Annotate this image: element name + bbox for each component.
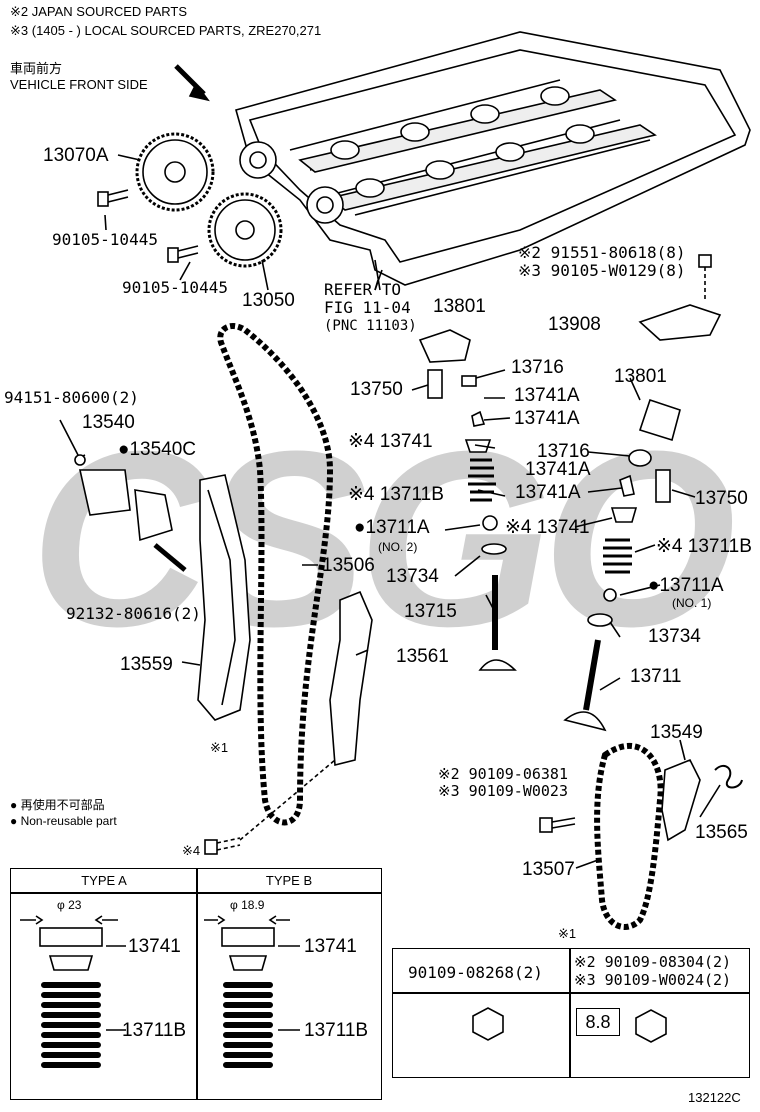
part-label[interactable]: 13716 bbox=[537, 441, 590, 462]
type-a-spring-label[interactable]: 13711B bbox=[122, 1020, 187, 1041]
part-label[interactable]: 13716 bbox=[511, 357, 564, 378]
part-label[interactable]: ※4 13711B bbox=[348, 484, 444, 505]
reference-line3: (PNC 11103) bbox=[324, 318, 417, 334]
part-label[interactable]: 94151-80600(2) bbox=[4, 388, 139, 407]
part-label[interactable]: 13734 bbox=[648, 626, 701, 647]
part-label[interactable]: 13801 bbox=[614, 366, 667, 387]
part-label[interactable]: 13801 bbox=[433, 296, 486, 317]
part-label[interactable]: ●13540C bbox=[118, 439, 197, 460]
part-label[interactable]: 13565 bbox=[695, 822, 748, 843]
mark-star1: ※1 bbox=[210, 740, 229, 755]
legend-jp-text: 再使用不可部品 bbox=[20, 798, 105, 812]
part-label[interactable]: 13741A bbox=[514, 385, 580, 406]
part-label[interactable]: ※2 90109-06381 bbox=[438, 765, 568, 783]
part-label[interactable]: 90105-10445 bbox=[52, 230, 158, 249]
part-label[interactable]: ※3 90109-W0023 bbox=[438, 782, 568, 800]
type-a-retainer-label[interactable]: 13741 bbox=[128, 936, 181, 957]
part-label[interactable]: 90105-10445 bbox=[122, 278, 228, 297]
reference-line1: REFER TO bbox=[324, 280, 402, 299]
note-japan-sourced: ※2 JAPAN SOURCED PARTS bbox=[10, 4, 188, 19]
type-table-divider bbox=[196, 868, 198, 1100]
part-label[interactable]: 13741A bbox=[514, 408, 580, 429]
type-table-mark: ※4 bbox=[182, 843, 201, 858]
part-label[interactable]: 92132-80616(2) bbox=[66, 604, 201, 623]
part-label[interactable]: ※2 91551-80618(8) bbox=[518, 243, 686, 262]
part-label[interactable]: ●13711A bbox=[648, 575, 724, 596]
part-label[interactable]: ●13711A bbox=[354, 517, 430, 538]
part-label[interactable]: 13734 bbox=[386, 566, 439, 587]
part-label[interactable]: 13561 bbox=[396, 646, 449, 667]
type-a-header: TYPE A bbox=[81, 873, 127, 888]
part-label[interactable]: ※3 90105-W0129(8) bbox=[518, 261, 686, 280]
bolt-right-part-2[interactable]: ※3 90109-W0024(2) bbox=[574, 971, 732, 989]
legend-en-text: Non-reusable part bbox=[20, 814, 117, 828]
bolt-left-part[interactable]: 90109-08268(2) bbox=[408, 963, 543, 982]
part-label[interactable]: 13750 bbox=[695, 488, 748, 509]
part-label[interactable]: ※4 13741 bbox=[348, 431, 433, 452]
part-label[interactable]: 13741A bbox=[525, 459, 591, 480]
front-label-en: VEHICLE FRONT SIDE bbox=[10, 77, 148, 92]
part-label[interactable]: 13715 bbox=[404, 601, 457, 622]
part-label[interactable]: 13559 bbox=[120, 654, 173, 675]
bolt-table-divider bbox=[569, 948, 571, 1078]
bolt-right-part-1[interactable]: ※2 90109-08304(2) bbox=[574, 953, 732, 971]
part-label-sub: (NO. 2) bbox=[378, 540, 418, 554]
note-local-sourced: ※3 (1405 - ) LOCAL SOURCED PARTS, ZRE270… bbox=[10, 23, 322, 38]
part-label[interactable]: 13741A bbox=[515, 482, 581, 503]
part-label[interactable]: 13540 bbox=[82, 412, 135, 433]
part-label[interactable]: 13908 bbox=[548, 314, 601, 335]
part-label[interactable]: 13750 bbox=[350, 379, 403, 400]
bolt-table-mark: ※1 bbox=[558, 926, 577, 941]
type-b-spring-label[interactable]: 13711B bbox=[304, 1020, 369, 1041]
part-label[interactable]: 13506 bbox=[322, 555, 375, 576]
reference-line2: FIG 11-04 bbox=[324, 298, 411, 317]
part-label-sub: (NO. 1) bbox=[672, 596, 712, 610]
bolt-table-rule bbox=[392, 992, 750, 994]
part-label[interactable]: 13711 bbox=[630, 666, 682, 687]
figure-id: 132122C bbox=[688, 1090, 741, 1105]
diameter-b: φ 18.9 bbox=[230, 898, 265, 912]
legend-en: ● Non-reusable part bbox=[10, 814, 117, 828]
part-label[interactable]: 13507 bbox=[522, 859, 575, 880]
part-label[interactable]: ※4 13711B bbox=[656, 536, 752, 557]
part-label[interactable]: 13050 bbox=[242, 290, 295, 311]
part-label[interactable]: ※4 13741 bbox=[505, 517, 590, 538]
diameter-a: φ 23 bbox=[57, 898, 82, 912]
part-label[interactable]: 13549 bbox=[650, 722, 703, 743]
front-label-jp: 車両前方 bbox=[10, 61, 63, 76]
type-b-header: TYPE B bbox=[265, 873, 313, 888]
bolt-table bbox=[392, 948, 750, 1078]
part-label[interactable]: 13070A bbox=[43, 145, 109, 166]
legend-jp: ● 再使用不可部品 bbox=[10, 798, 105, 812]
type-b-retainer-label[interactable]: 13741 bbox=[304, 936, 357, 957]
bolt-grade-box: 8.8 bbox=[576, 1008, 620, 1036]
type-table-header-rule bbox=[10, 892, 382, 894]
